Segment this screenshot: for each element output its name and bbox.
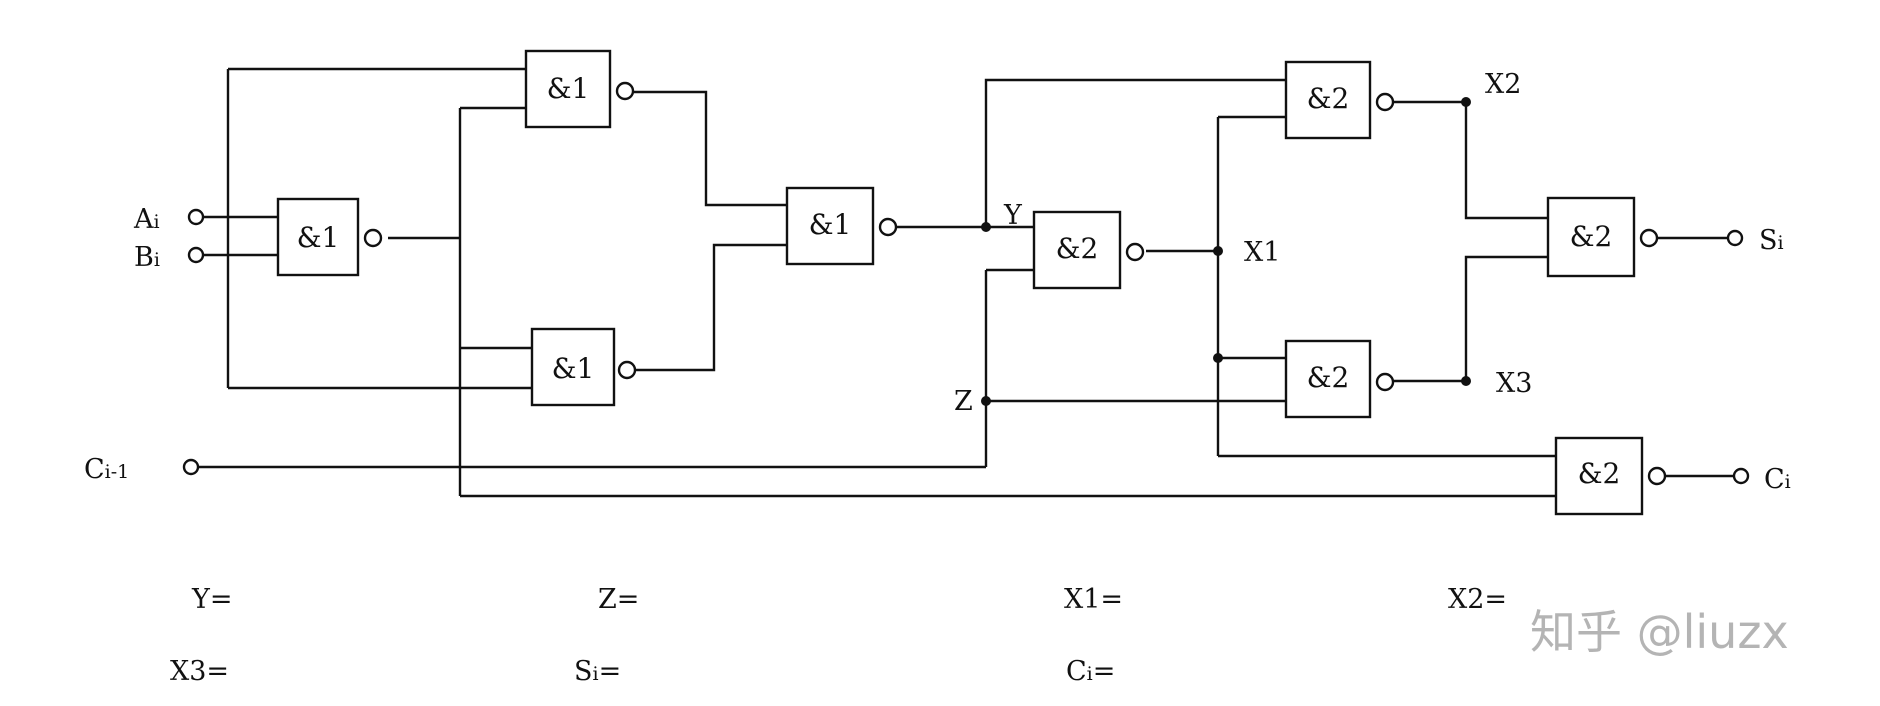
gate-6-label: &2 [1307,82,1350,115]
gate-3-label: &1 [552,352,595,385]
equation-s: Si= [574,656,621,687]
gate-1: &1 [276,197,383,277]
equation-c: Ci= [1066,656,1115,687]
equation-prompts: Y= Z= X1= X2= X3= Si= Ci= [170,584,1507,687]
equation-y: Y= [191,584,232,615]
junction-y [981,222,991,232]
node-y-label: Y [1003,200,1023,231]
output-s-label: Si [1759,225,1784,256]
gate-9: &2 [1554,436,1667,516]
input-c-label: Ci-1 [84,454,129,485]
input-b-terminal [187,246,205,264]
junction-x1 [1213,246,1223,256]
watermark: 知乎 @liuzx [1530,605,1789,659]
gate-4: &1 [785,186,898,266]
gate-8-label: &2 [1570,220,1613,253]
node-x3-label: X3 [1496,368,1532,399]
junction-x1-lower [1213,353,1223,363]
gate-2: &1 [524,49,635,129]
gate-3: &1 [530,327,637,407]
input-c-terminal [182,458,200,476]
output-c-terminal [1732,467,1750,485]
equation-x3: X3= [170,656,229,687]
junction-x3 [1461,376,1471,386]
output-c-label: Ci [1764,464,1791,495]
input-a-terminal [187,208,205,226]
junction-z [981,396,991,406]
gate-1-label: &1 [297,221,340,254]
gate-9-label: &2 [1578,457,1621,490]
output-s-terminal [1726,229,1744,247]
wires [198,67,1734,498]
equation-x1: X1= [1064,584,1123,615]
junction-x2 [1461,97,1471,107]
gate-4-label: &1 [809,208,852,241]
equation-x2: X2= [1448,584,1507,615]
gate-5-label: &2 [1056,232,1099,265]
equation-z: Z= [598,584,639,615]
node-z-label: Z [954,386,973,417]
node-x1-label: X1 [1244,237,1280,268]
gate-8: &2 [1546,196,1659,278]
input-b-label: Bi [134,242,160,273]
terminals [182,208,1750,485]
junctions [981,97,1471,406]
signal-labels: Ai Bi Ci-1 Si Ci Y Z X1 X2 X3 [84,69,1791,495]
gate-2-label: &1 [547,72,590,105]
gate-6: &2 [1284,60,1395,140]
input-a-label: Ai [133,204,160,235]
gate-7-label: &2 [1307,361,1350,394]
node-x2-label: X2 [1485,69,1521,100]
gate-5: &2 [1032,210,1145,290]
gate-7: &2 [1284,339,1395,419]
